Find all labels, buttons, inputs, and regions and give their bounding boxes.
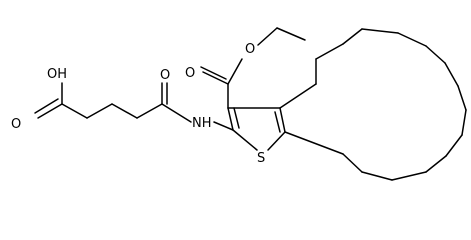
bond-n-c2	[213, 121, 234, 131]
atom-labels: OH O O NH O O S	[11, 42, 265, 166]
bond-chain-1	[61, 103, 88, 119]
bond-c2-s	[232, 129, 258, 151]
bond-chain-4	[136, 103, 163, 119]
bond-ring-8	[444, 62, 459, 87]
bond-ch2-ch3	[276, 27, 306, 41]
bond-ring-7	[425, 45, 446, 64]
hydroxyl-label: OH	[47, 67, 67, 82]
amide-oxygen-label: O	[160, 68, 170, 83]
bond-ring-9	[457, 85, 467, 111]
bond-carboxyl-carbonyl-b	[34, 98, 59, 114]
bond-c2-c3-b	[233, 107, 240, 129]
glutaric-acid-chain	[34, 82, 192, 123]
cyclododecane-ring	[279, 28, 467, 181]
bond-ring-16	[284, 131, 344, 155]
bond-ring-12	[425, 155, 447, 173]
thiophene-sulfur-label: S	[257, 151, 265, 166]
acid-carbonyl-oxygen-label: O	[11, 117, 21, 132]
bond-ring-6	[397, 32, 427, 47]
ester-ether-oxygen-label: O	[245, 42, 255, 57]
bond-c4-c5-a	[279, 107, 286, 133]
ethyl-ester	[200, 27, 306, 109]
bond-chain-3	[111, 103, 138, 119]
bond-o-ch2	[257, 27, 278, 46]
bond-carboxyl-carbonyl-a	[37, 103, 63, 119]
bond-ester-c-o	[227, 58, 243, 85]
bond-ring-4	[342, 28, 363, 45]
bond-ring-10	[461, 109, 467, 136]
bond-ring-5	[361, 28, 399, 34]
bond-s-c5	[267, 131, 286, 151]
thiophene-ring	[213, 107, 286, 151]
bond-ester-carbonyl-b	[200, 66, 227, 80]
bond-ring-1	[279, 83, 317, 109]
bond-chain-2	[86, 103, 113, 119]
bond-ring-3	[315, 43, 344, 60]
chemical-structure-diagram: OH O O NH O O S	[11, 27, 467, 181]
bond-c4-c5-b	[274, 111, 281, 133]
bond-c2-c3-a	[227, 107, 234, 131]
ester-carbonyl-oxygen-label: O	[185, 66, 195, 81]
amide-nitrogen-label: NH	[192, 116, 212, 131]
bond-ring-13	[391, 171, 427, 181]
bond-amide-c-n	[161, 103, 192, 123]
bond-ring-15	[342, 153, 363, 173]
bond-ring-11	[445, 134, 463, 157]
bond-ester-carbonyl-a	[202, 71, 229, 85]
bond-ring-14	[361, 171, 393, 181]
